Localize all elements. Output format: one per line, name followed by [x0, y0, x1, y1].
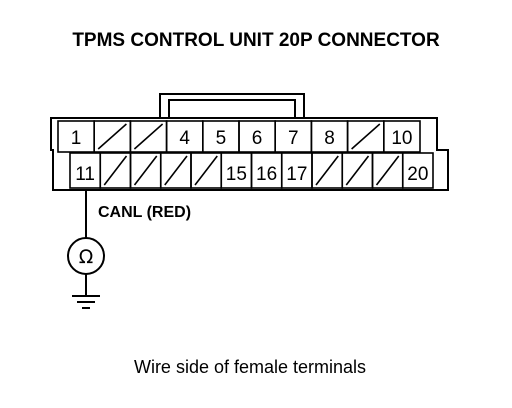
- unused-terminal-slash: [351, 123, 381, 150]
- caption: Wire side of female terminals: [134, 357, 366, 377]
- connector-lock-tab: [159, 93, 305, 118]
- connector-bottom-row: 11 15 16 17 20: [69, 152, 434, 189]
- terminal-cell: [371, 152, 404, 189]
- terminal-cell: 1: [57, 120, 96, 153]
- unused-terminal-slash: [164, 155, 188, 186]
- terminal-cell: [190, 152, 223, 189]
- ground-icon: [72, 274, 100, 309]
- terminal-cell: [159, 152, 192, 189]
- terminal-cell: [311, 152, 344, 189]
- terminal-cell: 8: [310, 120, 349, 153]
- terminal-cell: [129, 120, 168, 153]
- unused-terminal-slash: [133, 155, 158, 186]
- terminal-cell: 15: [220, 152, 253, 189]
- terminal-cell: [341, 152, 374, 189]
- terminal-cell: [99, 152, 132, 189]
- terminal-cell: [93, 120, 132, 153]
- terminal-number: 6: [252, 128, 263, 149]
- connector-shell: [50, 117, 449, 191]
- terminal-cell: 10: [382, 120, 421, 153]
- terminal-cell: 5: [202, 120, 240, 153]
- terminal-number: 7: [288, 128, 299, 149]
- unused-terminal-slash: [133, 123, 164, 150]
- ohmmeter-icon: Ω: [67, 237, 105, 275]
- unused-terminal-slash: [315, 155, 339, 186]
- terminal-cell: 20: [401, 152, 434, 189]
- terminal-number: 16: [256, 164, 277, 185]
- terminal-cell: 7: [274, 120, 313, 153]
- wire-label-canl: CANL (RED): [98, 204, 191, 221]
- terminal-cell: 11: [69, 152, 102, 189]
- unused-terminal-slash: [194, 155, 218, 186]
- terminal-number: 5: [216, 128, 227, 149]
- diagram-title: TPMS CONTROL UNIT 20P CONNECTOR: [72, 30, 440, 51]
- terminal-cell: 4: [165, 120, 204, 153]
- terminal-number: 17: [286, 164, 307, 185]
- terminal-number: 8: [324, 128, 335, 149]
- terminal-cell: [129, 152, 162, 189]
- terminal-cell: [346, 120, 385, 153]
- terminal-cell-border: [401, 152, 434, 189]
- terminal-number: 10: [391, 128, 412, 149]
- terminal-number: 4: [179, 128, 190, 149]
- terminal-number: 15: [226, 164, 247, 185]
- unused-terminal-slash: [375, 155, 400, 186]
- terminal-cell: 16: [250, 152, 283, 189]
- terminal-number: 1: [71, 128, 82, 149]
- terminal-cell: 6: [238, 120, 277, 153]
- terminal-number: 20: [407, 164, 428, 185]
- unused-terminal-slash: [103, 155, 128, 186]
- terminal-cell: 17: [280, 152, 313, 189]
- terminal-cell-border: [382, 120, 421, 153]
- ohm-symbol: Ω: [79, 246, 94, 268]
- unused-terminal-slash: [97, 123, 127, 150]
- unused-terminal-slash: [345, 155, 370, 186]
- connector-top-row: 1 4 5 6 7 8 10: [57, 120, 421, 153]
- terminal-number: 11: [75, 164, 95, 185]
